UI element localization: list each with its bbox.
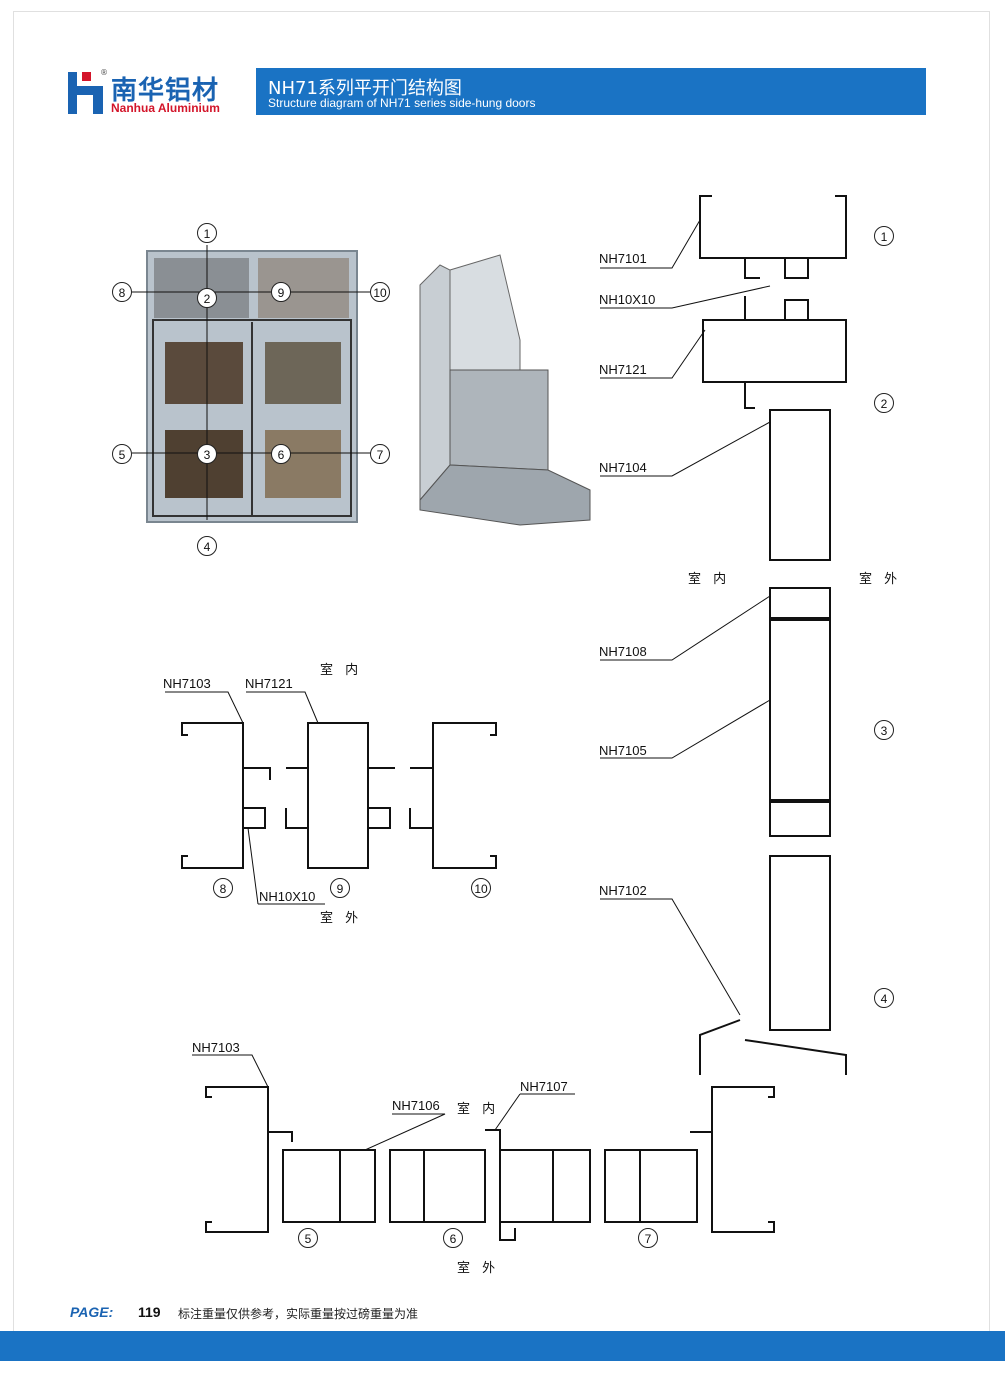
label-nh7103-top: NH7103 bbox=[163, 676, 211, 691]
callout-10-door: 10 bbox=[370, 282, 390, 302]
callout-7-section: 7 bbox=[638, 1228, 658, 1248]
label-nh7101: NH7101 bbox=[599, 251, 647, 266]
label-nh10x10-top: NH10X10 bbox=[259, 889, 316, 904]
label-nh7105: NH7105 bbox=[599, 743, 647, 758]
callout-3-door: 3 bbox=[197, 444, 217, 464]
callout-10-section: 10 bbox=[471, 878, 491, 898]
title-bar: NH71系列平开门结构图 Structure diagram of NH71 s… bbox=[256, 68, 926, 115]
brand-logo-mark bbox=[68, 72, 103, 114]
callout-7-door: 7 bbox=[370, 444, 390, 464]
callout-9-door: 9 bbox=[271, 282, 291, 302]
callout-9-section: 9 bbox=[330, 878, 350, 898]
brand-logo: ® 南华铝材 Nanhua Aluminium bbox=[68, 68, 243, 116]
registered-mark: ® bbox=[100, 68, 108, 77]
label-nh7108: NH7108 bbox=[599, 644, 647, 659]
callout-1-vertical: 1 bbox=[874, 226, 894, 246]
callout-6-section: 6 bbox=[443, 1228, 463, 1248]
indoor-label-top: 室 内 bbox=[320, 663, 363, 678]
bottom-horizontal-section bbox=[205, 1086, 775, 1241]
page-number: 119 bbox=[138, 1304, 161, 1320]
leader-lines bbox=[132, 219, 771, 1151]
label-nh7103-bottom: NH7103 bbox=[192, 1040, 240, 1055]
label-nh7104: NH7104 bbox=[599, 460, 647, 475]
profile-3d-view bbox=[419, 254, 591, 526]
top-horizontal-section bbox=[181, 722, 497, 869]
label-nh7121-top: NH7121 bbox=[245, 676, 293, 691]
callout-5-section: 5 bbox=[298, 1228, 318, 1248]
outdoor-label-top: 室 外 bbox=[320, 911, 363, 926]
indoor-label-bottom: 室 内 bbox=[457, 1102, 500, 1117]
label-nh7106: NH7106 bbox=[392, 1098, 440, 1113]
footer-bar bbox=[0, 1331, 1005, 1361]
callout-2-door: 2 bbox=[197, 288, 217, 308]
brand-name-cn: 南华铝材 bbox=[111, 76, 220, 106]
callout-4-door: 4 bbox=[197, 536, 217, 556]
callout-2-vertical: 2 bbox=[874, 393, 894, 413]
label-nh7102: NH7102 bbox=[599, 883, 647, 898]
page-title: NH71系列平开门结构图 bbox=[268, 78, 462, 99]
label-nh7121-vertical: NH7121 bbox=[599, 362, 647, 377]
callout-4-vertical: 4 bbox=[874, 988, 894, 1008]
callout-6-door: 6 bbox=[271, 444, 291, 464]
page-subtitle: Structure diagram of NH71 series side-hu… bbox=[268, 96, 536, 110]
callout-3-vertical: 3 bbox=[874, 720, 894, 740]
vertical-section-profiles bbox=[699, 195, 847, 1075]
indoor-label-vertical: 室 内 bbox=[688, 572, 731, 587]
callout-8-section: 8 bbox=[213, 878, 233, 898]
callout-1-door: 1 bbox=[197, 223, 217, 243]
brand-name-en: Nanhua Aluminium bbox=[111, 101, 220, 115]
label-nh10x10-vertical: NH10X10 bbox=[599, 292, 656, 307]
page-word: PAGE: bbox=[70, 1304, 114, 1320]
weight-note: 标注重量仅供参考，实际重量按过磅重量为准 bbox=[178, 1307, 419, 1321]
label-nh7107: NH7107 bbox=[520, 1079, 568, 1094]
outdoor-label-bottom: 室 外 bbox=[457, 1261, 500, 1276]
callout-8-door: 8 bbox=[112, 282, 132, 302]
callout-5-door: 5 bbox=[112, 444, 132, 464]
outdoor-label-vertical: 室 外 bbox=[859, 572, 902, 587]
